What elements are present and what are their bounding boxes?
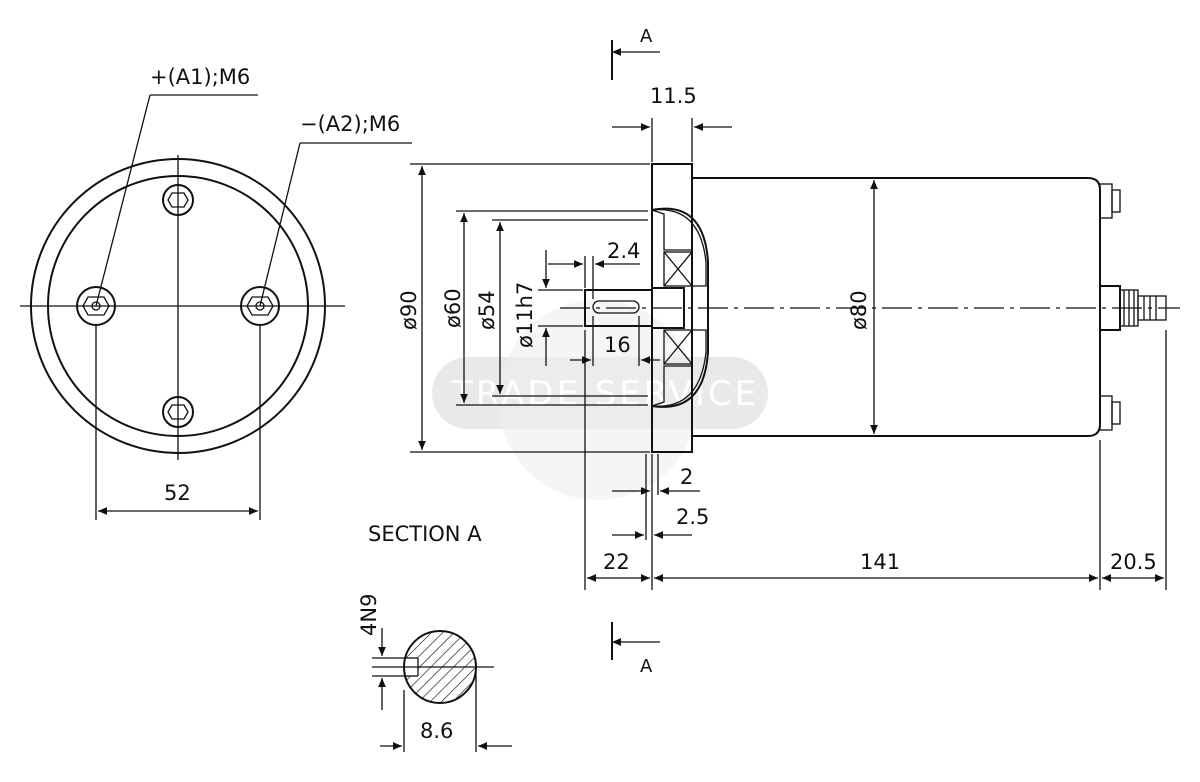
bearing-housing-outline: [651, 207, 709, 408]
end-view-bolt-top: [162, 184, 194, 216]
bearing-lower: [663, 329, 693, 365]
dim-shaft-length: 22: [603, 550, 630, 574]
watermark: TRADE SERVICE: [432, 300, 768, 500]
dim-key-depth: 8.6: [420, 719, 453, 743]
terminal-a2: [240, 286, 280, 326]
side-view: A A: [397, 26, 1180, 677]
watermark-text: TRADE SERVICE: [451, 374, 759, 414]
dim-2-5: 2.5: [676, 505, 709, 529]
dim-body-dia: ø80: [847, 290, 871, 330]
terminal-a1: [76, 286, 116, 326]
dim-bolt-spacing: 52: [164, 481, 191, 505]
dim-body-length: 141: [860, 550, 900, 574]
bearing-upper: [663, 251, 693, 287]
section-title: SECTION A: [368, 522, 482, 546]
shaft-keyway: [592, 300, 640, 314]
bearing-housing-hatch: [651, 208, 707, 407]
section-a-view: SECTION A 4N9 8.6: [357, 522, 512, 752]
dim-key-offset: 2.4: [607, 239, 640, 263]
leader-a2: [259, 142, 301, 307]
dim-key-width: 4N9: [357, 594, 381, 636]
dim-terminal-length: 20.5: [1110, 550, 1157, 574]
section-mark-top: A: [640, 26, 653, 47]
end-view: +(A1);M6 −(A2);M6 52: [20, 65, 412, 520]
rear-bolt-top: [1099, 183, 1121, 219]
section-mark-bottom: A: [640, 656, 653, 677]
dim-dia-54: ø54: [475, 290, 499, 330]
dim-shaft-dia: ø11h7: [513, 282, 537, 348]
dim-flange-thickness: 11.5: [650, 84, 697, 108]
dim-key-length: 16: [604, 333, 631, 357]
label-terminal-negative: −(A2);M6: [300, 112, 400, 136]
end-view-bolt-bottom: [162, 396, 194, 428]
leader-a1: [95, 94, 151, 307]
dim-dia-90: ø90: [397, 290, 421, 330]
rear-bolt-bottom: [1099, 395, 1121, 431]
label-terminal-positive: +(A1);M6: [150, 65, 250, 89]
dim-dia-60: ø60: [441, 288, 465, 328]
dim-2: 2: [680, 465, 693, 489]
